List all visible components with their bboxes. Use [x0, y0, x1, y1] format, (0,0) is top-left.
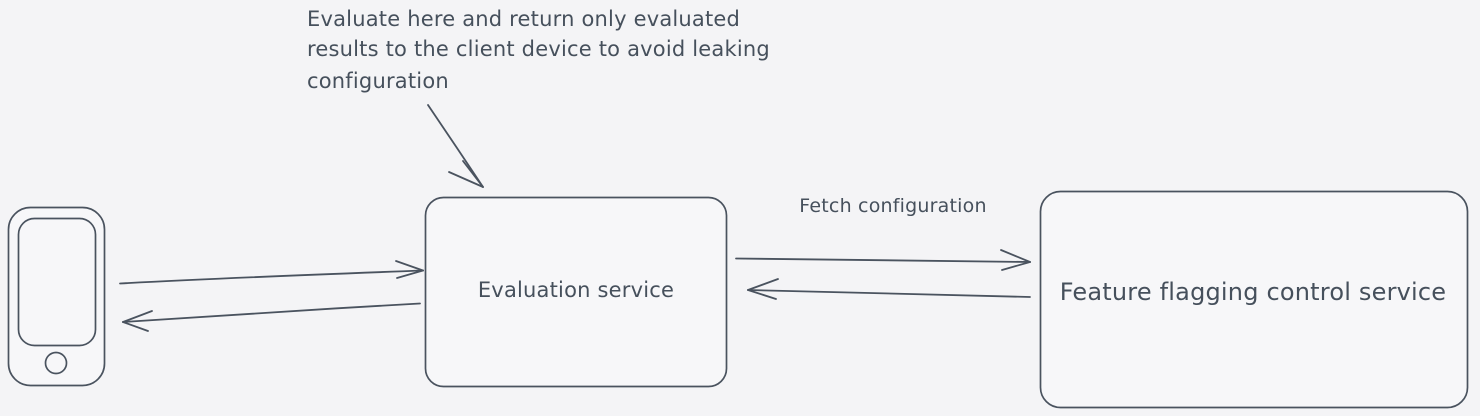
annotation-arrow-icon — [427, 104, 484, 188]
feature-flagging-control-service-label: Feature flagging control service — [1060, 278, 1447, 306]
edge-label-fetch-configuration: Fetch configuration — [799, 195, 986, 217]
annotation-line-3: configuration — [307, 69, 449, 93]
node-feature-flagging-control-service[interactable]: Feature flagging control service — [1039, 190, 1469, 409]
annotation-line-1: Evaluate here and return only evaluated — [307, 7, 740, 31]
node-evaluation-service[interactable]: Evaluation service — [424, 196, 728, 388]
edge-control-to-evaluation — [747, 278, 1031, 300]
evaluation-service-label: Evaluation service — [478, 278, 674, 302]
edge-evaluation-to-control — [735, 249, 1031, 271]
annotation-line-2: results to the client device to avoid le… — [307, 37, 770, 61]
feature-flagging-control-service-box[interactable] — [1039, 190, 1469, 409]
mobile-phone-icon — [7, 206, 106, 387]
evaluation-service-box[interactable] — [424, 196, 728, 388]
edge-client-to-evaluation — [119, 260, 424, 285]
edge-evaluation-to-client — [122, 302, 421, 332]
